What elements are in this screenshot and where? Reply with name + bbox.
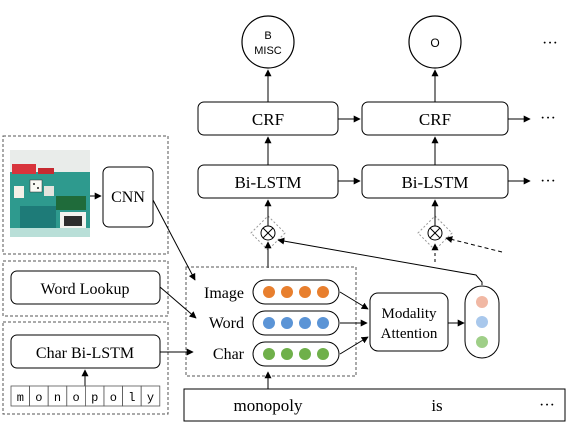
output-node-o: O bbox=[408, 15, 462, 69]
input-token-is: is bbox=[431, 396, 442, 415]
modality-attention-box bbox=[369, 292, 449, 352]
image-feature-vector-dot bbox=[299, 286, 311, 298]
attention-weights-vector bbox=[464, 285, 500, 359]
char-feature-vector-dot bbox=[263, 348, 275, 360]
modality-features-panel bbox=[185, 266, 357, 377]
char-feature-vector-dot bbox=[317, 348, 329, 360]
char-cell-label: o bbox=[72, 391, 79, 405]
image-panel bbox=[2, 135, 169, 255]
crf-label-2: CRF bbox=[419, 110, 451, 129]
image-feature-vector-dot bbox=[317, 286, 329, 298]
word-feature-vector-dot bbox=[263, 317, 275, 329]
word-feature-vector-dot bbox=[281, 317, 293, 329]
char-panel bbox=[2, 321, 169, 415]
char-cell bbox=[140, 385, 161, 407]
bilstm-ellipsis: ··· bbox=[540, 173, 556, 190]
modality-attention-label-2: Attention bbox=[381, 326, 438, 342]
arrow-cnn-to-image-feature bbox=[152, 199, 196, 281]
bilstm-label-1: Bi-LSTM bbox=[234, 173, 301, 192]
output-node-b-misc: B MISC bbox=[241, 15, 295, 69]
output-b-label: B bbox=[264, 30, 271, 42]
word-lookup-label: Word Lookup bbox=[41, 281, 130, 298]
char-modality-label: Char bbox=[213, 346, 245, 363]
word-feature-vector-dot bbox=[317, 317, 329, 329]
output-ellipsis: ··· bbox=[542, 35, 558, 52]
output-misc-label: MISC bbox=[254, 45, 282, 57]
arrow-char-to-attention bbox=[339, 336, 369, 355]
cnn-box bbox=[102, 166, 154, 228]
word-modality-label: Word bbox=[209, 315, 244, 332]
attention-weight-image bbox=[476, 296, 488, 308]
multiply-node-1 bbox=[250, 215, 286, 251]
char-feature-vector bbox=[252, 341, 340, 367]
char-bilstm-label: Char Bi-LSTM bbox=[36, 345, 134, 362]
image-feature-vector-dot bbox=[281, 286, 293, 298]
attention-weight-word bbox=[476, 316, 488, 328]
image-feature-vector-dot bbox=[263, 286, 275, 298]
output-o-label: O bbox=[430, 36, 439, 50]
bilstm-label-2: Bi-LSTM bbox=[401, 173, 468, 192]
input-sequence-box bbox=[183, 388, 566, 422]
arrow-attention-to-mult1 bbox=[277, 237, 483, 285]
char-feature-vector-dot bbox=[281, 348, 293, 360]
char-cell-label: p bbox=[91, 391, 98, 405]
arrow-next-attention-to-mult2 bbox=[445, 236, 503, 253]
cnn-label: CNN bbox=[111, 189, 145, 206]
char-cell-label: y bbox=[147, 391, 154, 405]
crf-label-1: CRF bbox=[252, 110, 284, 129]
arrow-image-to-attention bbox=[339, 291, 369, 310]
monopoly-image bbox=[10, 150, 90, 237]
char-cell-label: l bbox=[128, 391, 135, 405]
crf-ellipsis: ··· bbox=[540, 110, 556, 127]
attention-weight-char bbox=[476, 336, 488, 348]
word-panel bbox=[2, 260, 169, 317]
image-modality-label: Image bbox=[204, 285, 244, 302]
char-cell-label: o bbox=[110, 391, 117, 405]
word-feature-vector-dot bbox=[299, 317, 311, 329]
char-cell-label: m bbox=[17, 391, 24, 405]
char-cell-label: n bbox=[54, 391, 61, 405]
input-token-monopoly: monopoly bbox=[234, 396, 303, 415]
word-feature-vector bbox=[252, 310, 340, 336]
feature-vectors bbox=[252, 279, 340, 367]
input-ellipsis: ··· bbox=[539, 397, 555, 414]
arrow-wordlookup-to-word-feature bbox=[159, 286, 197, 319]
image-feature-vector bbox=[252, 279, 340, 305]
modality-attention-label-1: Modality bbox=[382, 306, 437, 322]
char-cell-label: o bbox=[35, 391, 42, 405]
char-feature-vector-dot bbox=[299, 348, 311, 360]
